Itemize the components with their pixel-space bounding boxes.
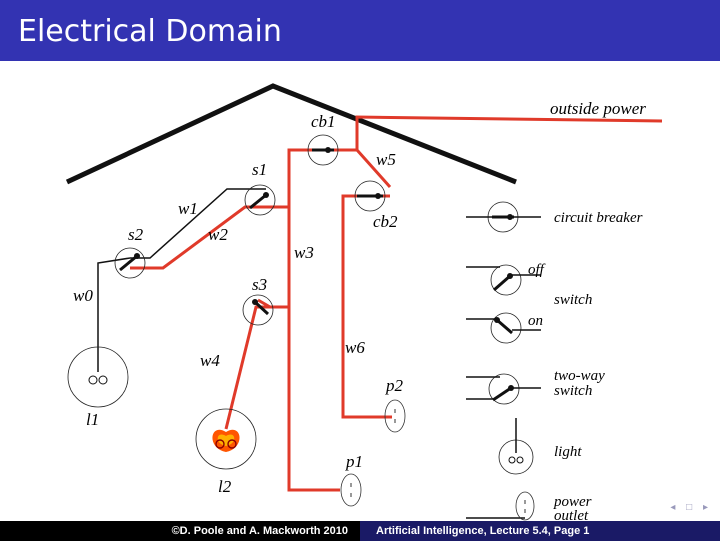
dead-wires [97, 188, 266, 352]
label-p1: p1 [345, 452, 363, 471]
light-l2 [195, 408, 257, 470]
legend-switch-on-symbol [466, 312, 541, 344]
label-w4: w4 [200, 351, 220, 370]
label-l1: l1 [86, 410, 99, 429]
legend-two-way-label-2: switch [554, 383, 592, 399]
outside-power-wire [355, 115, 663, 150]
wire-w5 [355, 149, 392, 188]
label-w6: w6 [345, 338, 365, 357]
power-outlet-p2 [384, 399, 406, 433]
footer-lecture: Artificial Intelligence, Lecture 5.4, Pa… [360, 521, 720, 541]
footer-authors: ©D. Poole and A. Mackworth 2010 [0, 521, 360, 541]
legend-two-way-label-1: two-way [554, 368, 605, 384]
label-s1: s1 [252, 160, 267, 179]
label-s2: s2 [128, 225, 144, 244]
legend-circuit-breaker-label: circuit breaker [554, 210, 643, 226]
footer: ©D. Poole and A. Mackworth 2010 Artifici… [0, 521, 720, 541]
circuit-breaker-cb2 [354, 180, 386, 212]
label-p2: p2 [385, 376, 404, 395]
switch-s3 [242, 294, 274, 326]
legend-power-outlet-symbol [466, 491, 535, 521]
legend-two-way-switch-symbol [466, 373, 541, 405]
label-l2: l2 [218, 477, 232, 496]
label-w0: w0 [73, 286, 93, 305]
legend-switch-label: switch [554, 292, 592, 308]
legend-circuit-breaker-symbol [466, 201, 541, 233]
switch-s2 [114, 247, 146, 279]
light-l1 [67, 346, 129, 408]
legend-power-outlet-label-2: outlet [554, 508, 589, 521]
circuit-breaker-cb1 [307, 134, 339, 166]
label-w5: w5 [376, 150, 396, 169]
legend-light-symbol [498, 418, 534, 475]
wire-w1 [130, 205, 289, 270]
wire-w1-dead [130, 188, 266, 259]
slide-title: Electrical Domain [18, 14, 282, 49]
label-cb2: cb2 [373, 212, 398, 231]
slide-nav-arrows[interactable]: ◂ □ ▸ [670, 502, 712, 513]
wire-cb1-left [287, 148, 357, 492]
title-bar: Electrical Domain [0, 0, 720, 61]
label-w2: w2 [208, 225, 228, 244]
label-cb1: cb1 [311, 112, 336, 131]
house-roof [65, 83, 517, 185]
legend-power-outlet-label-1: power [553, 494, 592, 510]
label-w1: w1 [178, 199, 198, 218]
label-s3: s3 [252, 275, 267, 294]
switch-s1 [244, 184, 276, 216]
wire-w4 [224, 305, 289, 430]
legend-switch-on-label: on [528, 313, 543, 329]
label-outside-power: outside power [550, 99, 646, 118]
electrical-diagram: outside power cb1 cb2 s1 s2 s3 w0 w1 w2 … [65, 83, 663, 521]
legend-light-label: light [554, 444, 582, 460]
power-outlet-p1 [340, 473, 362, 507]
label-w3: w3 [294, 243, 314, 262]
legend-switch-off-symbol [466, 264, 541, 296]
wire-w0 [97, 257, 131, 352]
legend-switch-off-label: off [528, 262, 546, 278]
